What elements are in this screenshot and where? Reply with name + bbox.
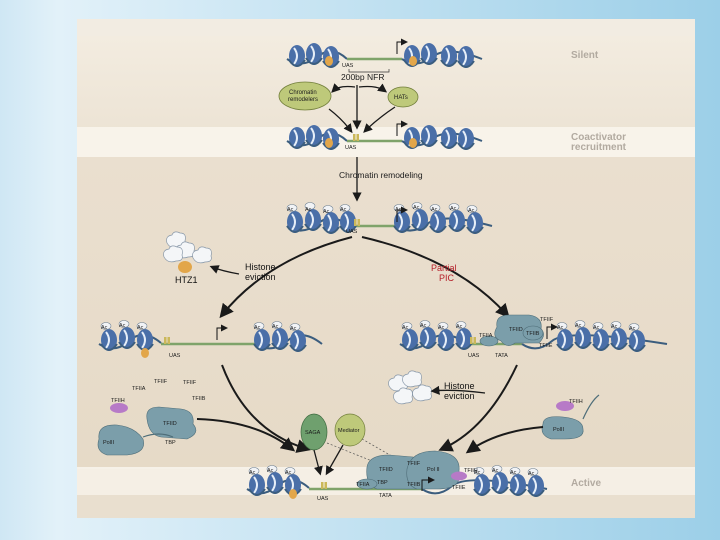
histone-eviction-label-1: Histone (245, 262, 276, 272)
tfiif-label-r: TFIIF (540, 317, 554, 323)
ac-label-a-7: Ac (528, 471, 535, 477)
ac-label-r3-2: Ac (305, 207, 312, 213)
stage-coactivator-1: Coactivator (571, 132, 626, 143)
ac-label-a-5: Ac (492, 468, 499, 474)
histone-eviction-label-2: eviction (245, 272, 276, 282)
tbp-label-a: TBP (377, 480, 388, 486)
ac-label-r-3: Ac (438, 325, 445, 331)
htz1-label: HTZ1 (175, 275, 198, 285)
uas-label-5: UAS (317, 496, 329, 502)
uas-label-2: UAS (345, 145, 357, 151)
polii-label-r: PolII (553, 427, 564, 433)
chromatin-row-acetylated: Ac Ac Ac Ac Ac Ac Ac Ac Ac UAS (286, 203, 493, 235)
tfiib-label-r: TFIIB (526, 331, 540, 337)
tfiif-label-a: TFIIF (407, 461, 421, 467)
evicted-histones-left (163, 231, 212, 264)
ac-label-r3-6: Ac (413, 205, 420, 211)
ac-label-r3-3: Ac (323, 209, 330, 215)
tfiid-label-r: TFIID (509, 327, 523, 333)
chromatin-row-coactivator: UAS (286, 124, 483, 151)
tfiia-label-r: TFIIA (479, 333, 493, 339)
remodelers-label-2: remodelers (288, 97, 318, 103)
chromatin-row-active: Ac Ac Ac Ac Ac Ac Ac UAS TFIID Pol II TF… (246, 450, 548, 502)
free-gtf-cluster-left: TFIID TFIIA TFIIF TFIIF TFIIB TFIIH PolI… (97, 379, 206, 456)
ac-label-r-7: Ac (593, 325, 600, 331)
tfiie-label-r: TFIIE (539, 343, 553, 349)
ac-label-r-4: Ac (456, 324, 463, 330)
free-gtf-cluster-right: TFIIH PolII (541, 394, 600, 440)
chromatin-row-right-partial-pic: Ac Ac Ac Ac Ac Ac Ac Ac Ac UAS TFIID TFI… (399, 314, 668, 359)
polii-label-a: Pol II (427, 467, 440, 473)
ac-label-r-9: Ac (629, 326, 636, 332)
ac-label-a-2: Ac (267, 468, 274, 474)
tfiif-label-l2: TFIIF (183, 380, 197, 386)
partial-pic-label-1: Partial (431, 263, 457, 273)
uas-label-4r: UAS (468, 353, 480, 359)
chromatin-remodeling-label: Chromatin remodeling (339, 170, 423, 180)
hats-label: HATs (394, 95, 408, 101)
ac-label-l-6: Ac (290, 326, 297, 332)
hats-oval (387, 86, 419, 108)
tfiib-label-l: TFIIB (192, 396, 206, 402)
saga-label: SAGA (305, 430, 321, 436)
slide: Silent Coactivator recruitment Active UA… (77, 19, 695, 518)
ac-label-r3-9: Ac (468, 208, 475, 214)
ac-label-a-1: Ac (249, 470, 256, 476)
ac-label-r-2: Ac (420, 323, 427, 329)
partial-pic-label-2: PIC (439, 273, 455, 283)
tata-label-r: TATA (495, 353, 508, 359)
ac-label-r3-1: Ac (287, 207, 294, 213)
band-bottom (77, 495, 695, 518)
tfiie-label-a: TFIIE (452, 485, 466, 491)
stage-silent: Silent (571, 50, 599, 61)
ac-label-r3-4: Ac (340, 207, 347, 213)
tata-label-a: TATA (379, 493, 392, 499)
uas-label-4l: UAS (169, 353, 181, 359)
tfiid-label-l: TFIID (163, 421, 177, 427)
tfiih-label-rc: TFIIH (569, 399, 583, 405)
chromatin-remodelers-oval (278, 81, 332, 111)
ac-label-l-1: Ac (101, 325, 108, 331)
uas-label-1: UAS (342, 63, 354, 69)
evicted-histones-right (388, 370, 432, 405)
mediator-label: Mediator (338, 428, 360, 434)
tbp-label-l: TBP (165, 440, 176, 446)
ac-label-l-5: Ac (272, 324, 279, 330)
ac-label-a-4: Ac (474, 470, 481, 476)
stage-coactivator-2: recruitment (571, 142, 627, 153)
nfr-label: 200bp NFR (341, 72, 384, 82)
tfiih-label-a: TFIIH (464, 468, 478, 474)
tfiia-label-l: TFIIA (132, 386, 146, 392)
histone-eviction-label-r1: Histone (444, 381, 475, 391)
chromatin-row-silent: UAS 200bp NFR (286, 42, 483, 82)
tfiib-label-a: TFIIB (407, 482, 421, 488)
chromatin-row-left-evicted: Ac Ac Ac Ac Ac Ac UAS (98, 321, 323, 359)
ac-label-r-6: Ac (575, 323, 582, 329)
histone-eviction-label-r2: eviction (444, 391, 475, 401)
band-top (77, 19, 695, 36)
tfiid-label-a: TFIID (379, 467, 393, 473)
ac-label-l-2: Ac (119, 323, 126, 329)
ac-label-a-6: Ac (510, 470, 517, 476)
ac-label-a-3: Ac (285, 470, 292, 476)
remodelers-label-1: Chromatin (289, 90, 317, 96)
ac-label-r3-7: Ac (431, 207, 438, 213)
tfiif-label-l: TFIIF (154, 379, 168, 385)
tfiia-label-a: TFIIA (356, 482, 370, 488)
ac-label-r-5: Ac (557, 325, 564, 331)
htz1-shape (178, 261, 192, 273)
ac-label-l-4: Ac (254, 325, 261, 331)
ac-label-r-8: Ac (611, 324, 618, 330)
ac-label-r-1: Ac (402, 325, 409, 331)
ac-label-l-3: Ac (137, 325, 144, 331)
chromatin-diagram: Silent Coactivator recruitment Active UA… (97, 19, 668, 502)
tfiih-label-l: TFIIH (111, 398, 125, 404)
ac-label-r3-8: Ac (450, 206, 457, 212)
polii-label-l: PolII (103, 440, 114, 446)
uas-label-3: UAS (346, 229, 358, 235)
stage-active: Active (571, 478, 601, 489)
mediator-shape (334, 413, 366, 447)
